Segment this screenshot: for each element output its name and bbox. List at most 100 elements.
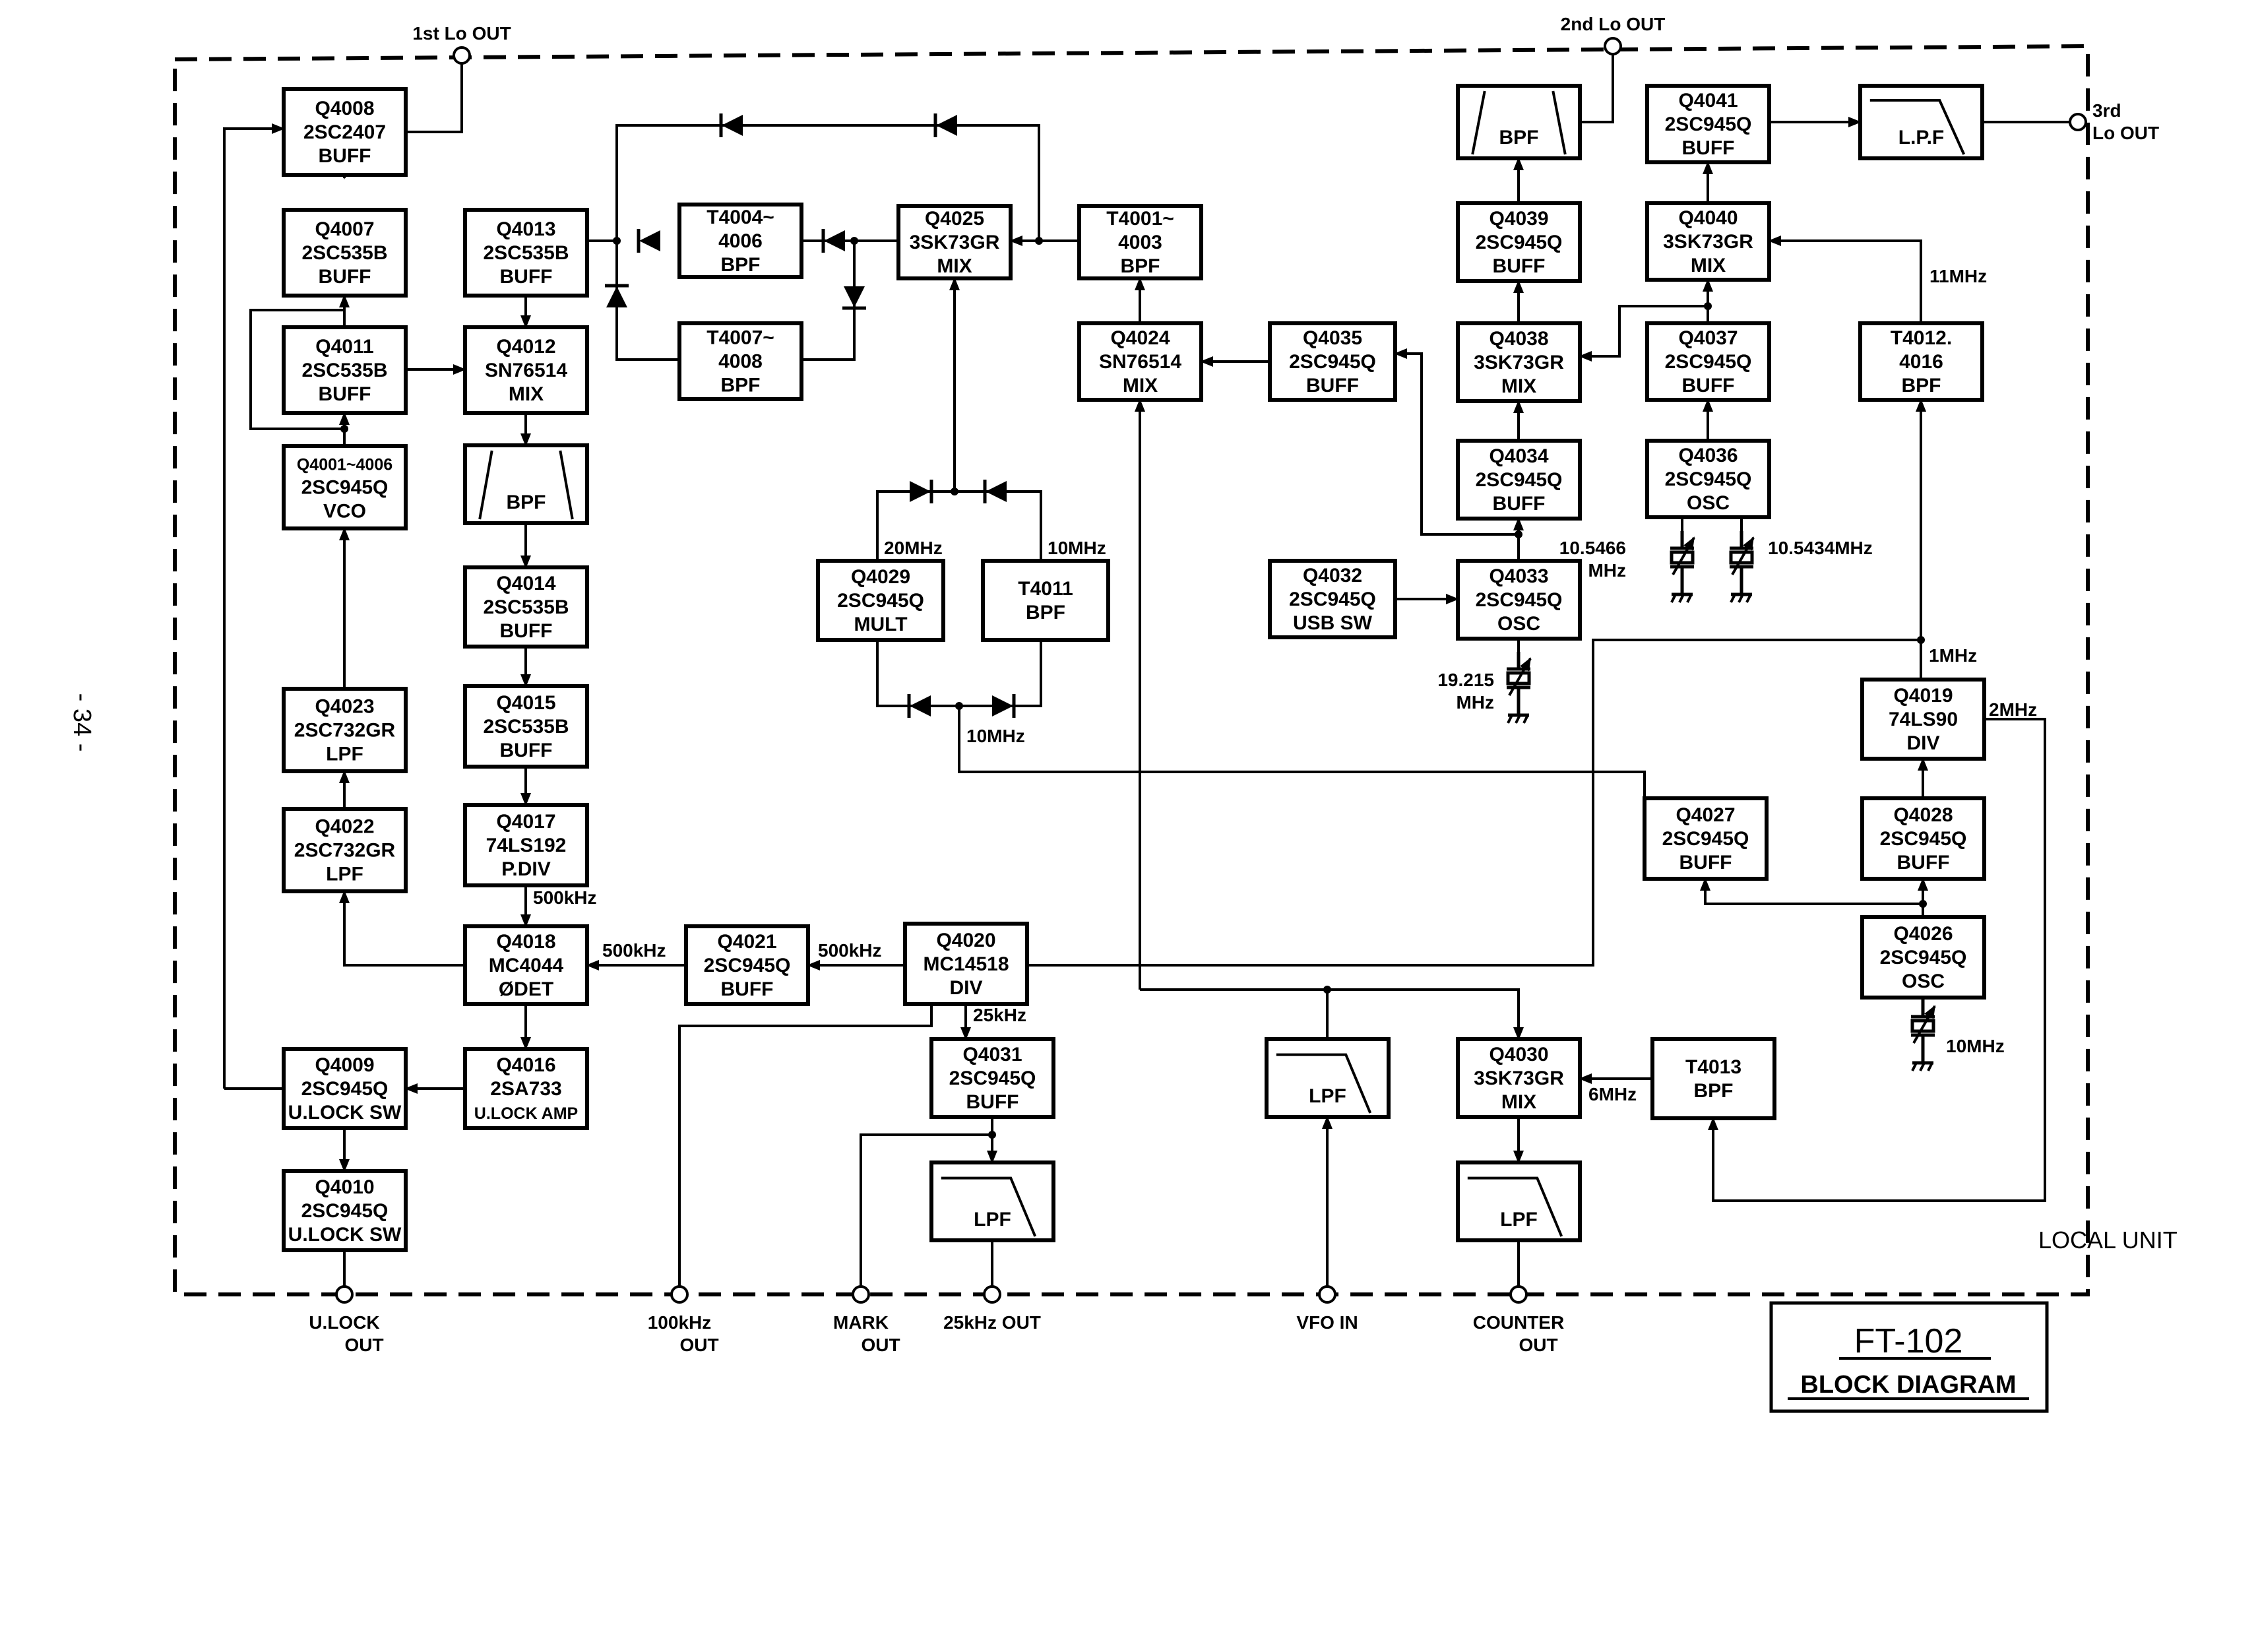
block-frame — [816, 559, 945, 642]
block-frame — [282, 87, 408, 177]
wire-ulock-to-q4008 — [223, 123, 285, 1089]
block-label-line: Q4007 — [315, 218, 374, 240]
frequency-label: 11MHz — [1929, 266, 1987, 286]
block-label-line: BUFF — [1682, 137, 1735, 159]
diagram-subtitle: BLOCK DIAGRAM — [1800, 1371, 2016, 1399]
block-label-line: 3SK73GR — [910, 232, 1000, 253]
diode-icon — [719, 113, 743, 137]
block-frame — [896, 204, 1013, 280]
block-label-line: SN76514 — [1099, 351, 1181, 373]
block-label-line: BPF — [1499, 127, 1539, 148]
block-frame — [903, 922, 1029, 1006]
block-label-line: BPF — [1121, 255, 1160, 277]
block-label-line: Q4023 — [315, 696, 374, 718]
frequency-label: 500kHz — [818, 940, 882, 961]
block-label-line: 2SC945Q — [704, 955, 791, 976]
block-label-line: 2SC945Q — [1476, 469, 1563, 491]
diode-triangle — [986, 481, 1007, 502]
block-label-line: BUFF — [721, 978, 774, 1000]
labels-layer: 10.5466MHz10.5434MHz19.215MHz10MHz500kHz… — [533, 266, 2037, 1104]
block-label-line: VCO — [323, 501, 366, 523]
block-label-line: MIX — [1501, 1091, 1536, 1113]
block-frame — [1645, 439, 1771, 519]
block-label-line: Q4027 — [1676, 804, 1735, 826]
block-frame — [1077, 321, 1203, 402]
frequency-label: 20MHz — [884, 538, 943, 558]
block-frame — [463, 684, 589, 769]
block-frame — [1077, 204, 1203, 280]
block-label-line: 2SC945Q — [301, 1078, 389, 1100]
block-lpfcnt: LPF — [1456, 1160, 1582, 1242]
block-label-line: BUFF — [1682, 375, 1735, 397]
diode-icon — [637, 229, 660, 253]
junction-dot — [1704, 302, 1712, 310]
wire-q4008-to-1st-lo — [406, 53, 463, 133]
block-frame — [1860, 796, 1986, 881]
block-frame — [1456, 321, 1582, 403]
bandpass-filter-icon — [478, 450, 574, 520]
block-label-line: 2SC535B — [483, 242, 569, 264]
block-label-line: Q4013 — [496, 218, 555, 240]
crystal-leads — [1517, 517, 1924, 1000]
block-label-line: 4016 — [1899, 351, 1943, 373]
block-label-line: BUFF — [319, 145, 371, 167]
block-label-line: Q4022 — [315, 816, 374, 838]
block-label-line: T4007~ — [706, 327, 774, 349]
block-label-line: Q4009 — [315, 1054, 374, 1076]
block-label-line: 2SC945Q — [1665, 468, 1752, 490]
port-label: OUT — [1519, 1335, 1557, 1355]
block-label-line: Q4038 — [1489, 328, 1548, 350]
page-number: - 34 - — [68, 693, 96, 752]
block-frame — [929, 1160, 1055, 1242]
wire-ring-left-down — [615, 241, 679, 361]
block-label-line: Q4017 — [496, 811, 555, 833]
crystal-label: 10.5466 — [1559, 538, 1626, 558]
block-label-line: OSC — [1687, 492, 1730, 514]
block-label-line: Q4039 — [1489, 208, 1548, 230]
wire-10mhz-to-q4027 — [958, 706, 1646, 798]
junction-dot — [1323, 986, 1331, 994]
port-terminal-icon — [1509, 1285, 1528, 1304]
block-frame — [463, 325, 589, 415]
block-label-line: U.LOCK SW — [288, 1102, 402, 1124]
block-label-line: 2SC945Q — [1662, 828, 1749, 850]
port-terminal-icon — [852, 1285, 870, 1304]
block-frame — [463, 1047, 589, 1130]
block-label-line: MULT — [854, 614, 907, 635]
block-label-line: BUFF — [319, 383, 371, 405]
diode-triangle — [824, 230, 845, 251]
diode-icon — [933, 113, 957, 137]
block-label-line: BPF — [721, 375, 761, 397]
block-label-line: Q4010 — [315, 1176, 374, 1198]
block-label-line: Q4032 — [1303, 565, 1362, 587]
block-label-line: Q4025 — [925, 208, 984, 230]
block-frame — [684, 924, 810, 1006]
port-terminal-icon — [453, 46, 471, 65]
junction-dot — [340, 425, 348, 433]
junction-dot — [1035, 237, 1043, 245]
page-number-text: - 34 - — [68, 693, 96, 752]
block-label-line: Q4035 — [1303, 327, 1362, 349]
block-label-line: Q4036 — [1678, 445, 1738, 466]
junction-dot — [951, 488, 958, 495]
diode-icon — [842, 286, 866, 310]
block-label-line: 2SC535B — [301, 360, 387, 381]
diode-triangle — [639, 230, 660, 251]
block-label-line: MIX — [937, 255, 972, 277]
block-label-line: 2SC945Q — [301, 477, 389, 499]
block-label-line: OSC — [1497, 613, 1540, 635]
diode-icon — [907, 694, 931, 718]
block-frame — [282, 1169, 408, 1252]
